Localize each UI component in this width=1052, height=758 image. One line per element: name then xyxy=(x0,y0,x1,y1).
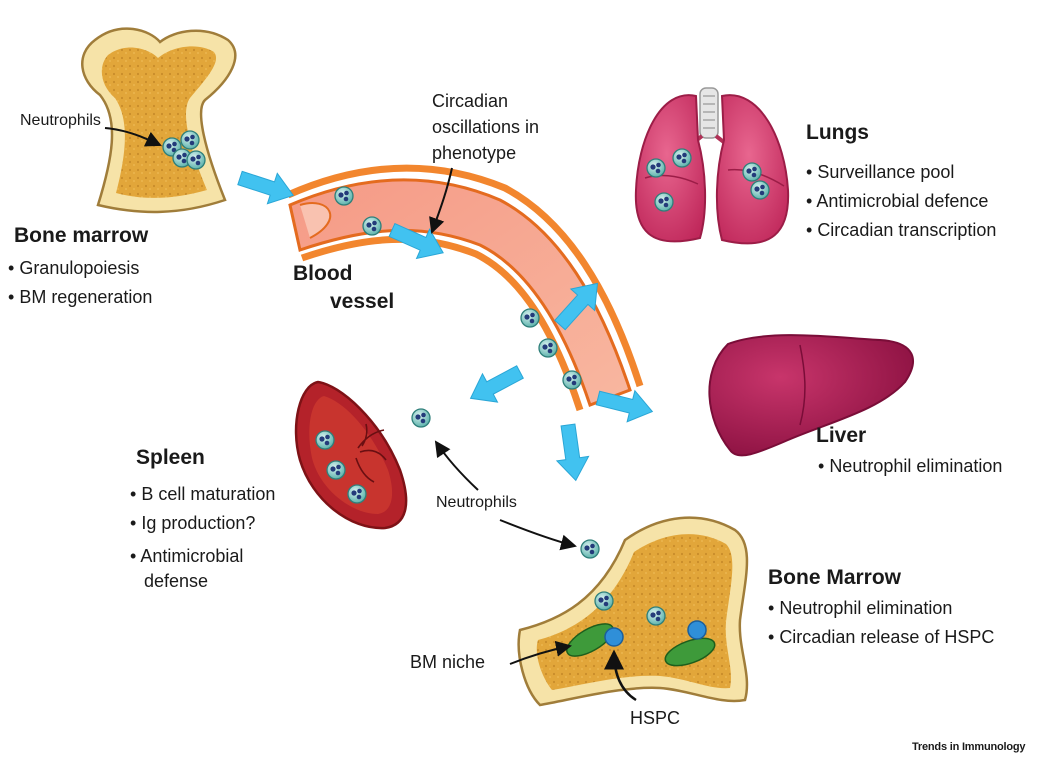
neutrophil-cell xyxy=(187,151,205,169)
spleen-shape xyxy=(296,382,406,528)
neutrophil-cell xyxy=(348,485,366,503)
liver-title: Liver xyxy=(816,424,866,448)
neutrophils-pointer-spleen xyxy=(436,442,478,490)
bone-marrow-bottom-title: Bone Marrow xyxy=(768,566,901,590)
neutrophil-cell xyxy=(655,193,673,211)
circadian-label: Circadian oscillations in phenotype xyxy=(432,88,539,166)
neutrophil-cell xyxy=(581,540,599,558)
lungs-title: Lungs xyxy=(806,121,869,145)
hspc-cell xyxy=(605,628,623,646)
bone-marrow-bottom-list: Neutrophil elimination Circadian release… xyxy=(768,594,994,652)
neutrophil-cell xyxy=(563,371,581,389)
bone-marrow-bottom-shape xyxy=(519,518,747,705)
neutrophils-pointer-bm xyxy=(500,520,575,546)
neutrophil-cell xyxy=(335,187,353,205)
list-item: B cell maturation xyxy=(130,480,275,509)
journal-credit: Trends in Immunology xyxy=(912,741,1025,753)
bone-marrow-top-list: Granulopoiesis BM regeneration xyxy=(8,254,152,312)
spleen-list: B cell maturation Ig production? xyxy=(130,480,275,538)
list-item: Neutrophil elimination xyxy=(818,452,1002,481)
list-item: Ig production? xyxy=(130,509,275,538)
lungs-list: Surveillance pool Antimicrobial defence … xyxy=(806,158,996,245)
flow-arrow-to-spleen xyxy=(463,358,527,413)
list-item: Circadian transcription xyxy=(806,216,996,245)
spleen-title: Spleen xyxy=(136,446,205,470)
neutrophil-cell xyxy=(521,309,539,327)
spleen-extra: • Antimicrobial defense xyxy=(130,544,243,594)
neutrophil-cell xyxy=(327,461,345,479)
hspc-label: HSPC xyxy=(630,704,680,733)
blood-vessel-title-line2: vessel xyxy=(330,290,394,314)
neutrophil-cell xyxy=(181,131,199,149)
neutrophil-cell xyxy=(363,217,381,235)
neutrophil-cell xyxy=(751,181,769,199)
neutrophil-cell xyxy=(316,431,334,449)
list-item: Circadian release of HSPC xyxy=(768,623,994,652)
neutrophil-cell xyxy=(647,607,665,625)
neutrophil-cell xyxy=(673,149,691,167)
liver-shape xyxy=(709,335,913,455)
list-item: Surveillance pool xyxy=(806,158,996,187)
neutrophil-cell xyxy=(743,163,761,181)
neutrophil-cell xyxy=(412,409,430,427)
liver-list: Neutrophil elimination xyxy=(818,452,1002,481)
bm-niche-label: BM niche xyxy=(410,648,485,677)
list-item: Granulopoiesis xyxy=(8,254,152,283)
neutrophils-label-top: Neutrophils xyxy=(20,112,101,130)
list-item: Neutrophil elimination xyxy=(768,594,994,623)
neutrophils-label-bottom: Neutrophils xyxy=(436,494,517,512)
list-item: BM regeneration xyxy=(8,283,152,312)
neutrophil-cell xyxy=(539,339,557,357)
flow-arrow-bm-to-vessel xyxy=(235,163,298,211)
blood-vessel-title-line1: Blood xyxy=(293,262,352,286)
bone-marrow-top-title: Bone marrow xyxy=(14,224,148,248)
flow-arrow-to-bone-marrow xyxy=(552,423,591,483)
hspc-cell xyxy=(688,621,706,639)
list-item: Antimicrobial defence xyxy=(806,187,996,216)
bone-marrow-top-shape xyxy=(82,29,235,212)
neutrophil-cell xyxy=(647,159,665,177)
neutrophil-cell xyxy=(595,592,613,610)
